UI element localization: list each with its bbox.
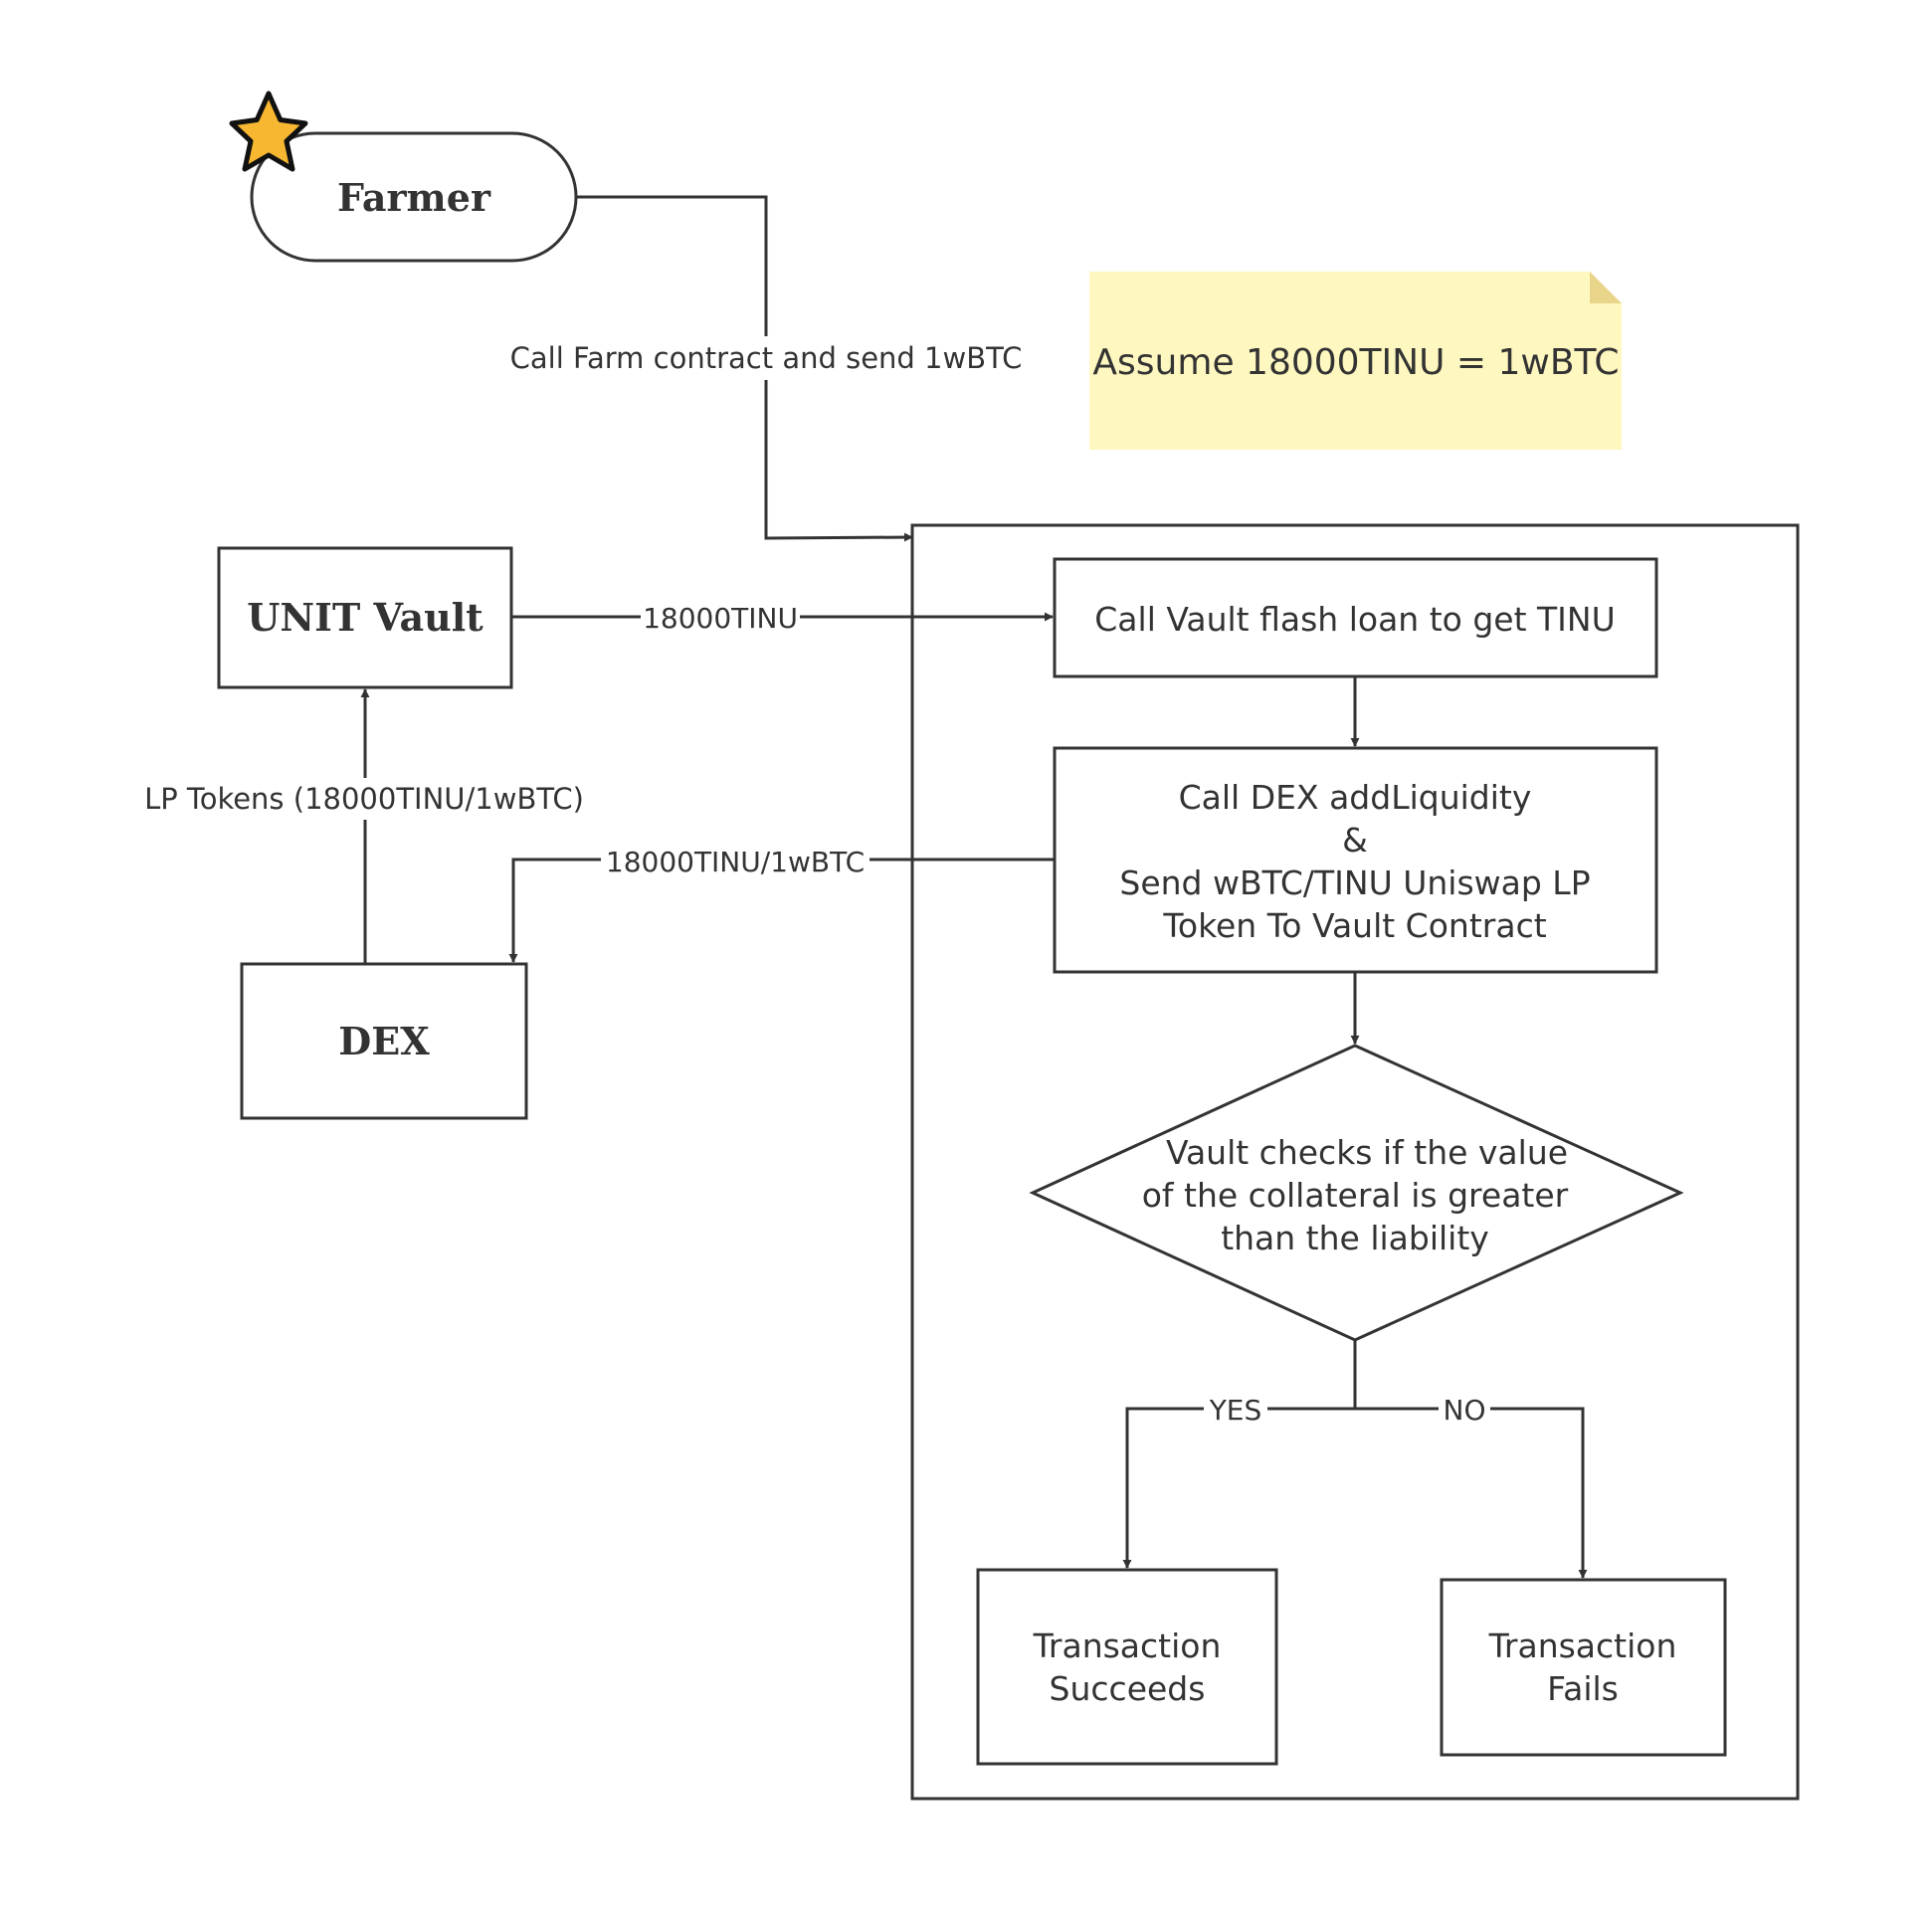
label-dex-to-vault-text: LP Tokens (18000TINU/1wBTC) <box>144 782 584 816</box>
label-no-text: NO <box>1444 1394 1486 1427</box>
decision-line-2: of the collateral is greater <box>1142 1176 1569 1215</box>
label-vault-to-flash-text: 18000TINU <box>643 602 798 635</box>
assumption-note: Assume 18000TINU = 1wBTC <box>1089 272 1622 450</box>
transaction-fails-node[interactable]: Transaction Fails <box>1440 1578 1727 1757</box>
note-text: Assume 18000TINU = 1wBTC <box>1092 342 1619 383</box>
label-yes: YES <box>1204 1391 1267 1427</box>
star-icon <box>229 91 308 172</box>
contract-container <box>910 523 1800 1801</box>
unit-vault-node[interactable]: UNIT Vault <box>217 546 513 689</box>
edge-no <box>1355 1407 1588 1579</box>
label-liquidity-to-dex: 18000TINU/1wBTC <box>601 840 869 879</box>
succeeds-line-1: Transaction <box>1033 1627 1222 1665</box>
label-yes-text: YES <box>1209 1394 1262 1427</box>
label-farmer-to-contract-text: Call Farm contract and send 1wBTC <box>510 341 1023 375</box>
succeeds-line-2: Succeeds <box>1050 1669 1206 1708</box>
farmer-label: Farmer <box>337 175 491 220</box>
dex-label: DEX <box>338 1019 430 1063</box>
label-vault-to-flash: 18000TINU <box>641 597 800 637</box>
fails-line-1: Transaction <box>1488 1627 1677 1665</box>
add-liquidity-line-3: Send wBTC/TINU Uniswap LP <box>1119 863 1590 902</box>
add-liquidity-line-1: Call DEX addLiquidity <box>1179 778 1532 817</box>
edge-yes <box>1122 1340 1357 1569</box>
label-dex-to-vault: LP Tokens (18000TINU/1wBTC) <box>141 778 589 820</box>
label-no: NO <box>1439 1391 1490 1427</box>
flash-loan-node[interactable]: Call Vault flash loan to get TINU <box>1053 557 1658 678</box>
add-liquidity-line-4: Token To Vault Contract <box>1162 906 1546 945</box>
decision-node[interactable]: Vault checks if the value of the collate… <box>1029 1044 1684 1342</box>
dex-node[interactable]: DEX <box>240 962 528 1120</box>
add-liquidity-node[interactable]: Call DEX addLiquidity & Send wBTC/TINU U… <box>1053 746 1658 974</box>
decision-line-1: Vault checks if the value <box>1166 1133 1568 1172</box>
edge-liquidity-to-dex <box>508 858 1055 963</box>
unit-vault-label: UNIT Vault <box>247 595 483 640</box>
label-farmer-to-contract: Call Farm contract and send 1wBTC <box>507 336 1025 380</box>
transaction-succeeds-node[interactable]: Transaction Succeeds <box>976 1568 1278 1766</box>
fails-line-2: Fails <box>1547 1669 1619 1708</box>
flash-loan-label: Call Vault flash loan to get TINU <box>1094 600 1615 639</box>
decision-line-3: than the liability <box>1221 1219 1489 1257</box>
add-liquidity-line-2: & <box>1342 821 1368 860</box>
label-liquidity-to-dex-text: 18000TINU/1wBTC <box>606 846 865 878</box>
farmer-node[interactable]: Farmer <box>250 131 578 263</box>
